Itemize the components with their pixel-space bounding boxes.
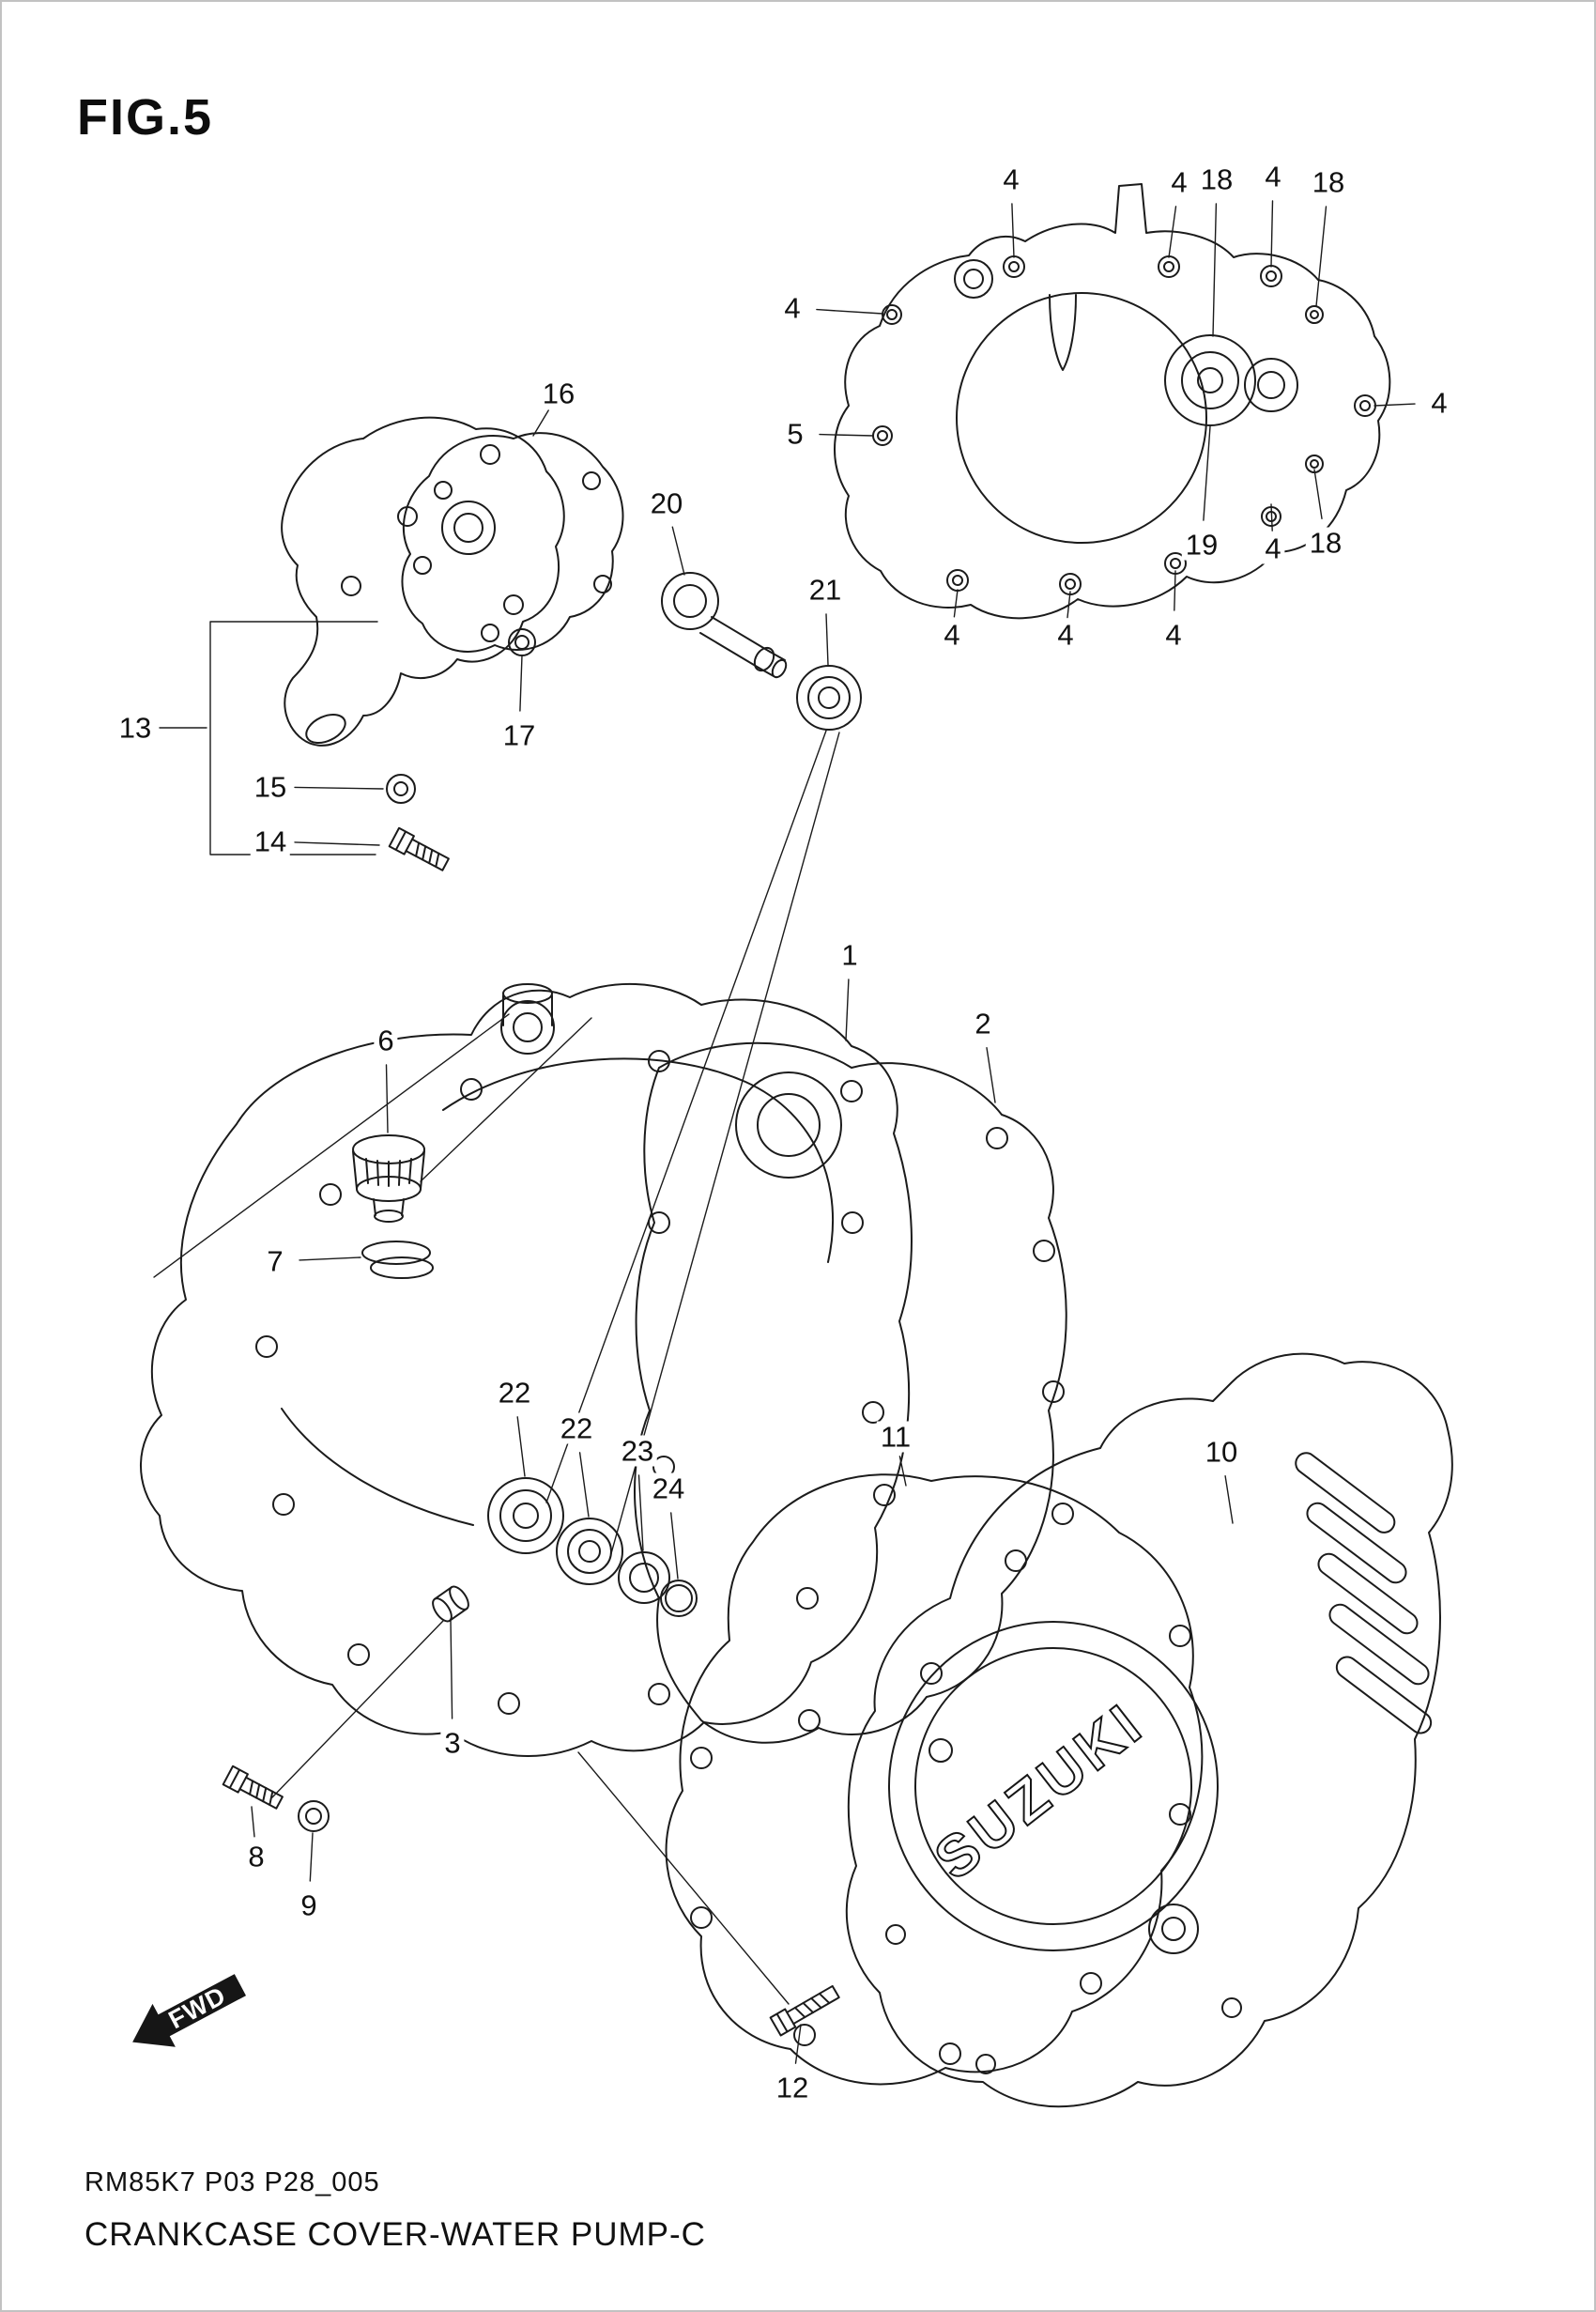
brand-logo-text: SUZUKI xyxy=(923,1690,1156,1892)
washer-9 xyxy=(298,1800,330,1832)
fwd-arrow: FWD xyxy=(132,1974,247,2047)
cap-seal-spring xyxy=(361,1241,434,1279)
filler-cap xyxy=(352,1134,425,1223)
water-pump-shaft xyxy=(661,572,788,679)
bolt-12 xyxy=(769,1984,840,2037)
bolt-14 xyxy=(388,826,450,871)
construction-lines xyxy=(153,730,840,2005)
magneto-cover: SUZUKI xyxy=(845,1352,1453,2108)
magneto-cover-gasket xyxy=(665,1473,1204,2086)
guard-slots xyxy=(1295,1452,1433,1734)
water-pump-cover xyxy=(281,416,565,747)
water-pump-gasket xyxy=(401,432,624,653)
crankcase-cover-gasket xyxy=(634,1041,1067,1744)
cover-bolt-holes xyxy=(872,255,1376,595)
callout-leader-lines xyxy=(159,200,1416,2064)
fwd-arrow-label: FWD xyxy=(164,1981,231,2035)
right-crankcase-cover xyxy=(834,183,1391,620)
bolt-8 xyxy=(222,1765,284,1810)
washer-15 xyxy=(386,774,416,804)
page-code: RM85K7 P03 P28_005 xyxy=(84,2167,380,2197)
callout-13-bracket xyxy=(209,621,378,855)
pump-shaft-bearing xyxy=(796,665,862,731)
figure-title: FIG.5 xyxy=(77,89,214,146)
figure-caption: CRANKCASE COVER-WATER PUMP-C xyxy=(84,2216,706,2253)
crankcase-cover xyxy=(140,982,913,1757)
